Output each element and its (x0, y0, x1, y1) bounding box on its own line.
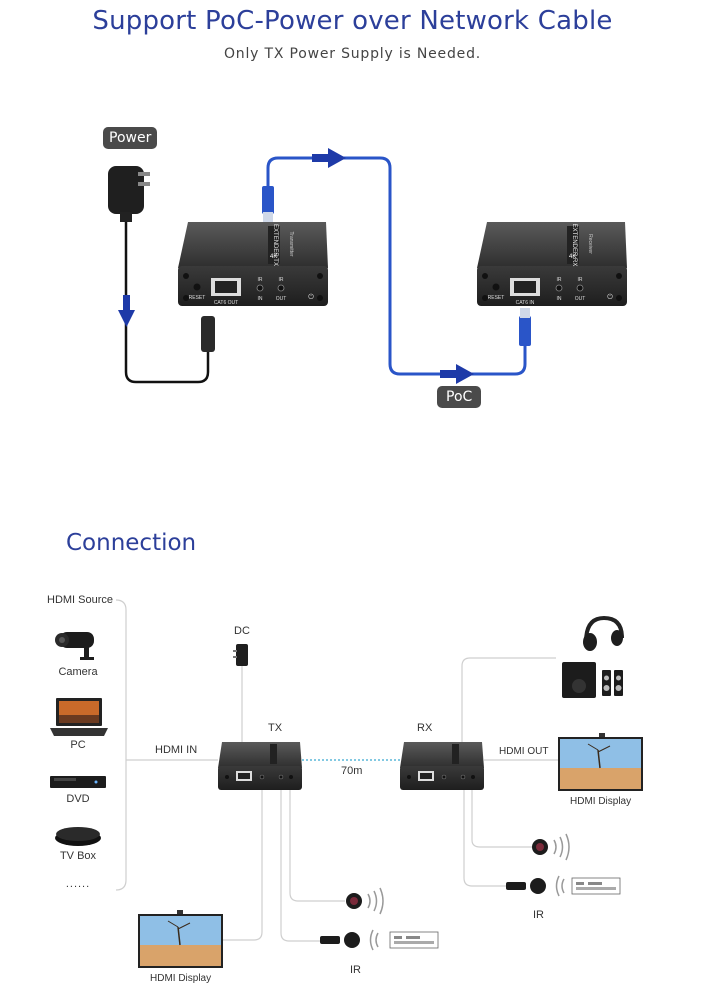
headphones-icon (583, 615, 624, 651)
cable-flow-arrow-top (312, 148, 346, 168)
rx-ir-in-top: IR (557, 277, 562, 283)
tv-box-icon (55, 827, 101, 846)
ir-right-label: IR (533, 909, 544, 921)
tx-label: TX (268, 722, 283, 734)
hdmi-source-header: HDMI Source (47, 594, 114, 606)
dc-label: DC (234, 625, 250, 637)
tx-side-label: Transmitter (288, 231, 294, 256)
power-tag: Power (103, 127, 158, 149)
rx-unit-small (400, 742, 484, 790)
tx-brand-label: EXTENDER TX (272, 224, 278, 266)
hdmi-out-label: HDMI OUT (499, 746, 549, 757)
power-adapter-icon (108, 166, 150, 222)
rx-4k-badge: 4K (569, 254, 577, 260)
source-label-more: ...... (65, 878, 91, 890)
tx-ir-in-bottom: IN (258, 296, 263, 302)
camera-icon (55, 632, 94, 660)
source-label-dvd: DVD (66, 793, 90, 805)
hdmi-display-left-icon (138, 910, 223, 968)
laptop-icon (50, 698, 108, 736)
network-cable (262, 156, 531, 376)
tx-power-icon: ⏻ (308, 293, 314, 301)
rx-ir-in-bottom: IN (557, 296, 562, 302)
dc-plug-icon (201, 316, 215, 352)
tx-unit-small (218, 742, 302, 790)
rx-brand-label: EXTENDER RX (571, 224, 577, 267)
hdmi-display-right-label: HDMI Display (570, 796, 632, 807)
connection-title: Connection (66, 530, 197, 556)
rx-ir-out-bottom: OUT (575, 296, 586, 302)
tx-extender-unit: EXTENDER TX Transmitter RESET CAT6 OUT I… (178, 222, 328, 306)
page-title: Support PoC-Power over Network Cable (92, 6, 613, 36)
rx-reset-label: RESET (488, 295, 505, 301)
poc-tag: PoC (437, 386, 482, 408)
hdmi-in-label: HDMI IN (155, 744, 198, 756)
hdmi-display-right-icon (558, 733, 643, 791)
power-flow-arrow (118, 295, 135, 327)
source-label-tv-box: TV Box (59, 850, 97, 862)
hdmi-display-left-label: HDMI Display (150, 973, 212, 984)
page-subtitle: Only TX Power Supply is Needed. (223, 46, 482, 62)
distance-label: 70m (341, 765, 363, 777)
dvd-player-icon (50, 776, 106, 788)
tx-port-label: CAT6 OUT (214, 300, 238, 306)
ir-emitter-right-icon (506, 875, 621, 897)
ir-emitter-left-icon (320, 929, 439, 951)
tx-ir-out-bottom: OUT (276, 296, 287, 302)
ir-receiver-right-icon (532, 833, 570, 861)
rx-label: RX (417, 722, 433, 734)
rx-extender-unit: EXTENDER RX Receiver RESET CAT6 IN IR IN… (477, 222, 627, 306)
source-label-pc: PC (70, 739, 86, 751)
tx-4k-badge: 4K (270, 254, 278, 260)
tx-ir-in-top: IR (258, 277, 263, 283)
ir-left-label: IR (350, 964, 361, 976)
rx-side-label: Receiver (587, 234, 593, 254)
tx-ir-out-top: IR (279, 277, 284, 283)
source-label-camera: Camera (58, 666, 98, 678)
cable-flow-arrow-bottom (440, 364, 474, 384)
dc-adapter-icon (233, 644, 248, 666)
tx-reset-label: RESET (189, 295, 206, 301)
power-cable (124, 222, 210, 384)
ir-receiver-left-icon (346, 887, 384, 915)
rx-port-label: CAT6 IN (516, 300, 535, 306)
rx-ir-out-top: IR (578, 277, 583, 283)
speakers-icon (562, 662, 623, 698)
rx-power-icon: ⏻ (607, 293, 613, 301)
source-bracket (115, 599, 127, 891)
